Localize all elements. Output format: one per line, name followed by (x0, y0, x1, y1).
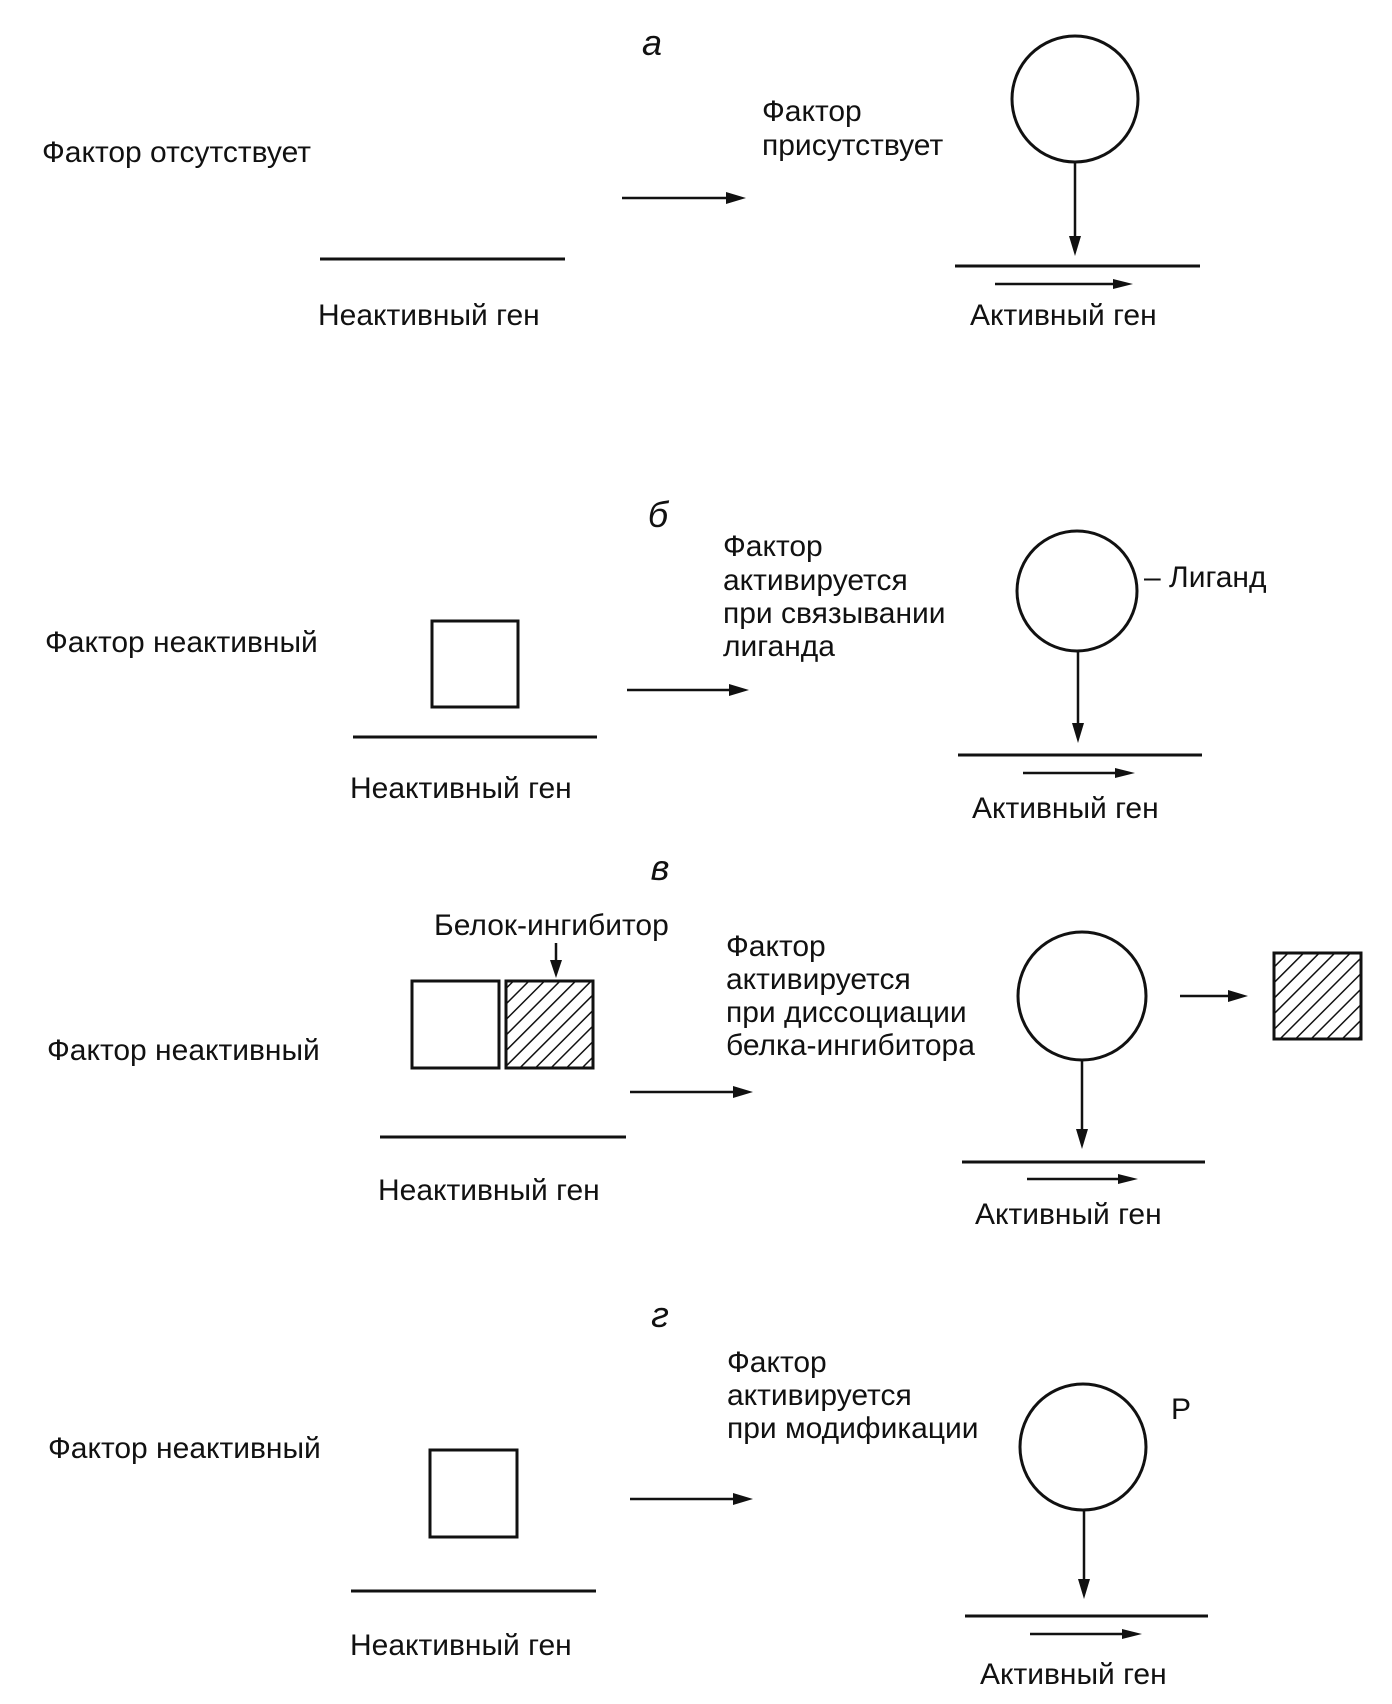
factor-inactive-label: Фактор неактивный (47, 1034, 320, 1067)
inhibitor-label: Белок-ингибитор (434, 909, 669, 942)
inhibitor-pointer-arrow (550, 943, 562, 978)
middle-label-line: активируется (726, 963, 911, 996)
inactive-gene-label: Неактивный ген (350, 1629, 572, 1662)
transcription-arrow (995, 279, 1133, 289)
binding-arrow (1078, 1510, 1090, 1599)
panel-letter-d: г (651, 1294, 669, 1335)
panel-letter-b: б (648, 494, 670, 535)
middle-label-line: Фактор (727, 1346, 827, 1379)
transcription-arrow (1023, 768, 1135, 778)
transition-arrow (630, 1086, 753, 1098)
active-factor-circle (1018, 1382, 1148, 1512)
panel-d: г Фактор неактивный Неактивный ген Факто… (48, 1294, 1208, 1691)
inactive-factor-square (428, 1448, 519, 1539)
factor-absent-label: Фактор отсутствует (42, 136, 311, 169)
middle-label-line: при диссоциации (726, 996, 967, 1029)
dissociation-arrow (1180, 990, 1248, 1002)
middle-label-line: белка-ингибитора (726, 1029, 975, 1062)
middle-label-line: при модификации (727, 1412, 979, 1445)
active-gene-label: Активный ген (970, 299, 1157, 332)
inactive-gene-label: Неактивный ген (350, 772, 572, 805)
factor-inactive-label: Фактор неактивный (48, 1432, 321, 1465)
middle-label-line: активируется (727, 1379, 912, 1412)
ligand-label: – Лиганд (1144, 561, 1267, 594)
middle-label-line: Фактор (762, 95, 862, 128)
transition-arrow (627, 684, 749, 696)
panel-letter-a: а (642, 22, 662, 63)
phosphate-modification-label: P (1171, 1393, 1191, 1426)
transcription-arrow (1027, 1174, 1138, 1184)
inactive-factor-square (430, 619, 520, 709)
panel-letter-c: в (651, 847, 670, 888)
active-gene-label: Активный ген (975, 1198, 1162, 1231)
inactive-factor-square (410, 979, 501, 1070)
released-inhibitor-hatched-square (1272, 951, 1363, 1041)
binding-arrow (1069, 162, 1081, 256)
factor-inactive-label: Фактор неактивный (45, 626, 318, 659)
active-gene-label: Активный ген (972, 792, 1159, 825)
active-factor-circle (1010, 34, 1140, 164)
active-factor-circle (1015, 529, 1139, 653)
active-gene-label: Активный ген (980, 1658, 1167, 1691)
panel-a: а Фактор отсутствует Неактивный ген Факт… (42, 22, 1200, 332)
inhibitor-protein-hatched-square (504, 979, 595, 1070)
transition-arrow (630, 1493, 753, 1505)
inactive-gene-label: Неактивный ген (378, 1174, 600, 1207)
panel-c: в Белок-ингибитор Фактор неактивный Неак… (47, 847, 1363, 1231)
middle-label-line: присутствует (762, 129, 943, 162)
middle-label-line: активируется (723, 564, 908, 597)
middle-label-line: Фактор (726, 930, 826, 963)
inactive-gene-label: Неактивный ген (318, 299, 540, 332)
transition-arrow (622, 192, 746, 204)
middle-label-line: лиганда (723, 630, 835, 663)
binding-arrow (1076, 1060, 1088, 1149)
middle-label-line: Фактор (723, 530, 823, 563)
binding-arrow (1072, 651, 1084, 743)
panel-b: б Фактор неактивный Неактивный ген Факто… (45, 494, 1267, 825)
transcription-arrow (1030, 1629, 1142, 1639)
active-factor-circle (1016, 930, 1148, 1062)
middle-label-line: при связывании (723, 597, 946, 630)
